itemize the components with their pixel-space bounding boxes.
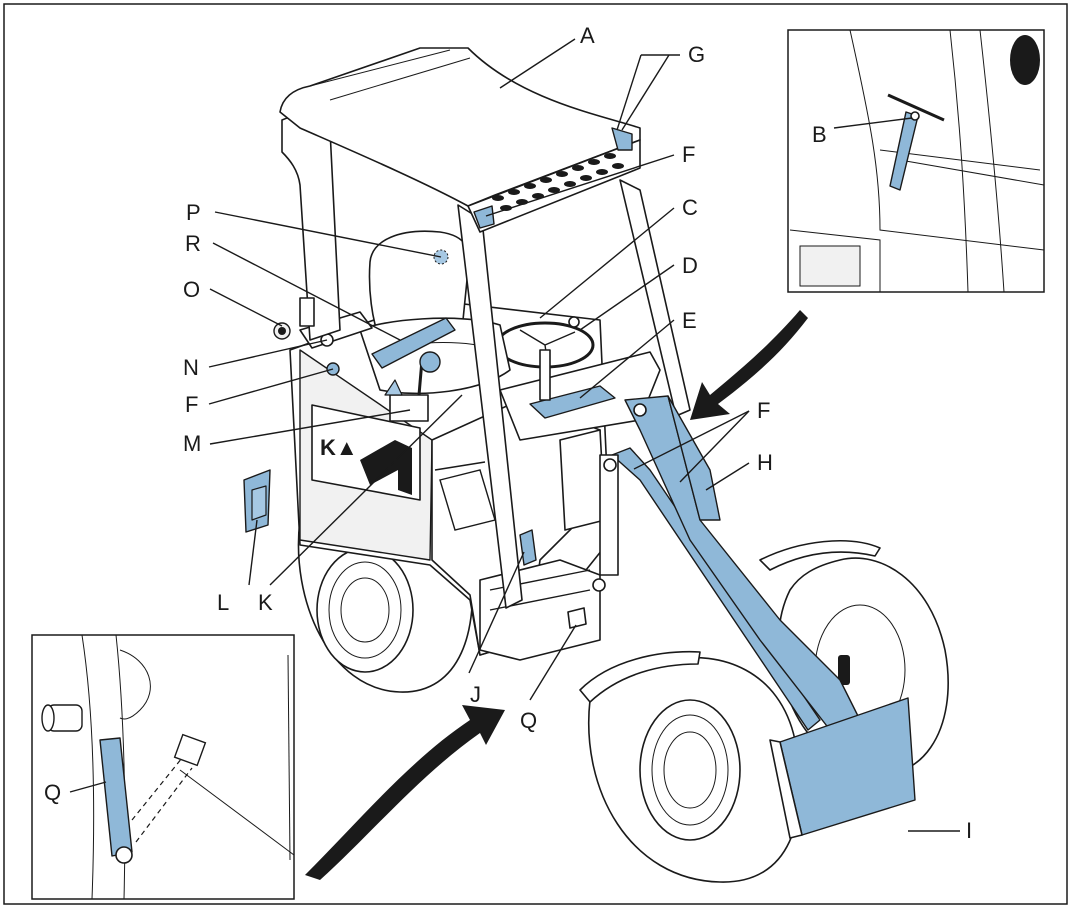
label-i: I: [966, 818, 972, 843]
lift-point-g-left: [473, 205, 495, 229]
label-k: K: [258, 590, 273, 615]
roof-vent-grille: [492, 153, 624, 211]
brand-mark-icon: K▲: [320, 435, 358, 460]
curved-arrow-bottom-icon: [305, 705, 505, 880]
leader-lines: [69, 38, 960, 832]
outer-frame: [3, 3, 1068, 905]
seat-belt: [371, 317, 456, 369]
curved-arrow-top-icon: [690, 310, 808, 420]
pedal-plate-e: [529, 385, 616, 419]
label-a: A: [580, 23, 595, 48]
label-p: P: [186, 200, 201, 225]
label-e: E: [682, 308, 697, 333]
inset-q: [31, 634, 295, 900]
inset-b: [787, 29, 1045, 293]
label-d: D: [682, 253, 698, 278]
label-c: C: [682, 195, 698, 220]
label-l: L: [217, 590, 229, 615]
label-m: M: [183, 431, 201, 456]
loader-machine: K▲: [243, 47, 949, 883]
front-fender-right: [759, 540, 881, 571]
label-f-top: F: [682, 142, 695, 167]
label-b: B: [812, 122, 827, 147]
steering-wheel: [495, 316, 595, 401]
hitch-q: [567, 607, 587, 629]
label-r: R: [185, 231, 201, 256]
front-wheel-left: [588, 656, 801, 883]
roof-canopy: [279, 47, 641, 233]
label-f-arm: F: [757, 398, 770, 423]
callout-labels: A B C D E F F F G H I J K L M N O P R Q …: [44, 23, 972, 843]
joystick: [384, 351, 441, 422]
lift-point-g-right: [611, 127, 633, 151]
label-f-rear: F: [185, 392, 198, 417]
label-j: J: [470, 682, 481, 707]
label-g: G: [688, 42, 705, 67]
label-o: O: [183, 277, 200, 302]
side-logo-panel: [311, 404, 421, 501]
label-q-main: Q: [520, 708, 537, 733]
label-n: N: [183, 355, 199, 380]
loader-arm: [599, 395, 861, 731]
label-q-inset: Q: [44, 780, 61, 805]
label-h: H: [757, 450, 773, 475]
